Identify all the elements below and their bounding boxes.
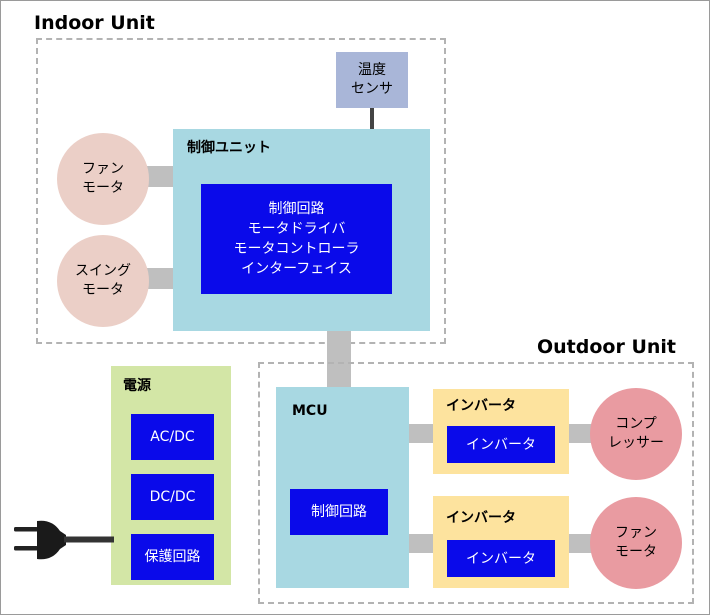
control-unit-block: 制御回路 モータドライバ モータコントローラ インターフェイス	[201, 184, 392, 294]
mcu-title: MCU	[292, 403, 328, 419]
indoor-outdoor-link	[327, 331, 351, 388]
inverter-module-2-title: インバータ	[446, 510, 516, 526]
temperature-sensor: 温度 センサ	[336, 52, 408, 108]
sensor-connector	[370, 108, 374, 130]
motor-controller-label: モータコントローラ	[233, 241, 360, 257]
compressor-line2: レッサー	[608, 435, 664, 451]
mcu-control-circuit: 制御回路	[290, 489, 388, 535]
indoor-fan-motor: ファン モータ	[57, 133, 149, 225]
swing-motor-connector	[146, 268, 176, 289]
inverter2-fan-connector	[565, 534, 595, 553]
control-circuit-label: 制御回路	[268, 201, 325, 217]
power-plug-icon	[14, 520, 114, 560]
control-unit: 制御ユニット 制御回路 モータドライバ モータコントローラ インターフェイス	[173, 129, 430, 331]
indoor-unit-boundary	[36, 38, 446, 344]
dc-dc-block: DC/DC	[131, 474, 214, 520]
control-unit-title: 制御ユニット	[187, 140, 271, 156]
indoor-unit-title: Indoor Unit	[34, 12, 155, 34]
power-supply-title: 電源	[123, 378, 151, 394]
compressor-line1: コンプ	[615, 416, 657, 432]
inverter-module-2-block: インバータ	[447, 540, 555, 577]
swing-motor-line2: モータ	[82, 282, 124, 298]
outdoor-unit-boundary	[258, 362, 694, 604]
protection-circuit-block: 保護回路	[131, 534, 214, 580]
fan-motor-connector	[146, 166, 176, 187]
indoor-fan-motor-line1: ファン	[82, 161, 124, 177]
swing-motor-line1: スイング	[75, 263, 131, 279]
indoor-fan-motor-line2: モータ	[82, 180, 124, 196]
temperature-sensor-line2: センサ	[351, 81, 393, 97]
inverter1-compressor-connector	[565, 424, 595, 443]
motor-driver-label: モータドライバ	[247, 221, 346, 237]
outdoor-fan-motor: ファン モータ	[590, 497, 682, 589]
mcu-inverter1-connector	[405, 424, 439, 443]
temperature-sensor-line1: 温度	[358, 62, 386, 78]
inverter-module-1-block: インバータ	[447, 426, 555, 463]
interface-label: インターフェイス	[241, 261, 352, 277]
mcu-inverter2-connector	[405, 534, 439, 553]
outdoor-fan-motor-line1: ファン	[615, 525, 657, 541]
outdoor-fan-motor-line2: モータ	[615, 544, 657, 560]
compressor: コンプ レッサー	[590, 388, 682, 480]
ac-dc-block: AC/DC	[131, 414, 214, 460]
inverter-module-2: インバータ インバータ	[433, 496, 569, 588]
power-supply: 電源 AC/DC DC/DC 保護回路	[111, 366, 231, 585]
inverter-module-1-title: インバータ	[446, 398, 516, 414]
inverter-module-1: インバータ インバータ	[433, 389, 569, 474]
swing-motor: スイング モータ	[57, 235, 149, 327]
outdoor-unit-title: Outdoor Unit	[537, 336, 677, 358]
mcu: MCU 制御回路	[276, 387, 409, 588]
